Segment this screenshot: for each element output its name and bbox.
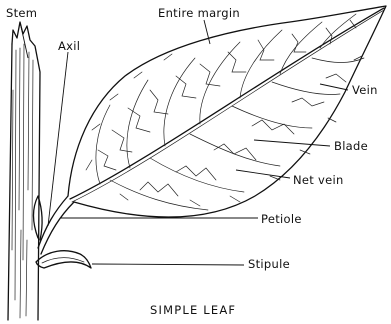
label-stipule: Stipule [248,257,290,271]
label-vein: Vein [352,83,378,97]
stipule [36,251,91,268]
label-blade: Blade [334,139,368,153]
diagram-caption: SIMPLE LEAF [150,303,236,317]
label-net-vein: Net vein [293,173,344,187]
label-entire-margin: Entire margin [158,6,240,20]
label-petiole: Petiole [261,212,302,226]
midrib [70,8,384,199]
label-stem: Stem [6,6,37,20]
leader-lines [20,20,348,265]
petiole [38,196,74,254]
label-axil: Axil [58,39,80,53]
stem [8,22,40,320]
axil-bud [34,196,43,240]
